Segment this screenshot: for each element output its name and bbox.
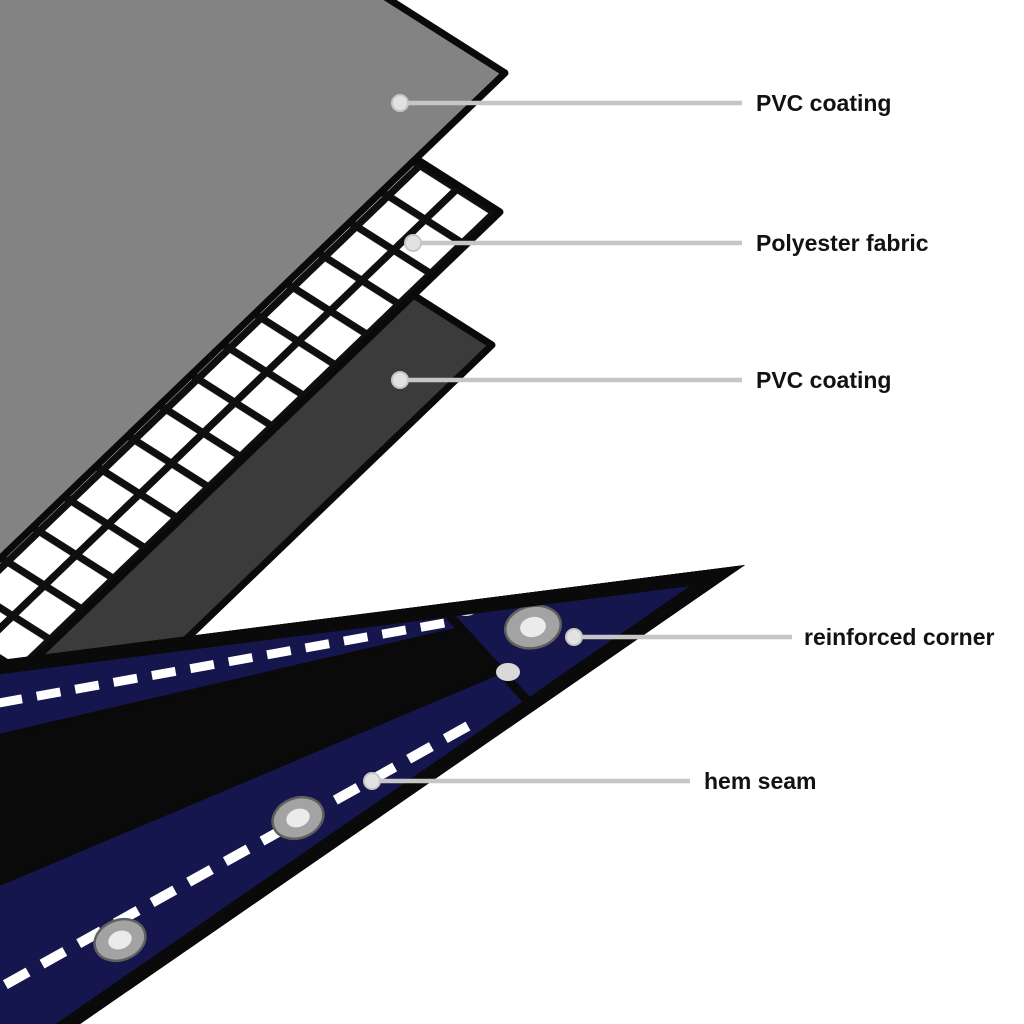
pvc-coating-top-sheet [0, 0, 509, 564]
mesh-outline [0, 0, 504, 698]
leader-dot [391, 94, 409, 112]
grommet [93, 917, 147, 963]
leader-dot [565, 628, 583, 646]
callout-polyester-fabric: Polyester fabric [404, 230, 929, 256]
leader-dot [404, 234, 422, 252]
grommet [504, 604, 562, 650]
grommet [271, 795, 325, 841]
callout-label: reinforced corner [804, 624, 994, 650]
tarp-hem-stitch [0, 721, 471, 1015]
callout-pvc-coating-top: PVC coating [391, 90, 891, 116]
callout-label: Polyester fabric [756, 230, 929, 256]
callout-label: PVC coating [756, 90, 891, 116]
grommet-hole [520, 616, 546, 638]
callouts: PVC coating Polyester fabric PVC coating… [363, 90, 994, 794]
leader-dot [363, 772, 381, 790]
grommet-hole [286, 808, 310, 828]
callout-pvc-coating-bottom: PVC coating [391, 367, 891, 393]
eyelet-dot [496, 663, 520, 681]
callout-hem-seam: hem seam [363, 768, 817, 794]
tarp-top-stitch [0, 617, 451, 715]
callout-reinforced-corner: reinforced corner [565, 624, 994, 650]
callout-label: PVC coating [756, 367, 891, 393]
leader-dot [391, 371, 409, 389]
callout-label: hem seam [704, 768, 817, 794]
grommet-hole [108, 930, 132, 950]
